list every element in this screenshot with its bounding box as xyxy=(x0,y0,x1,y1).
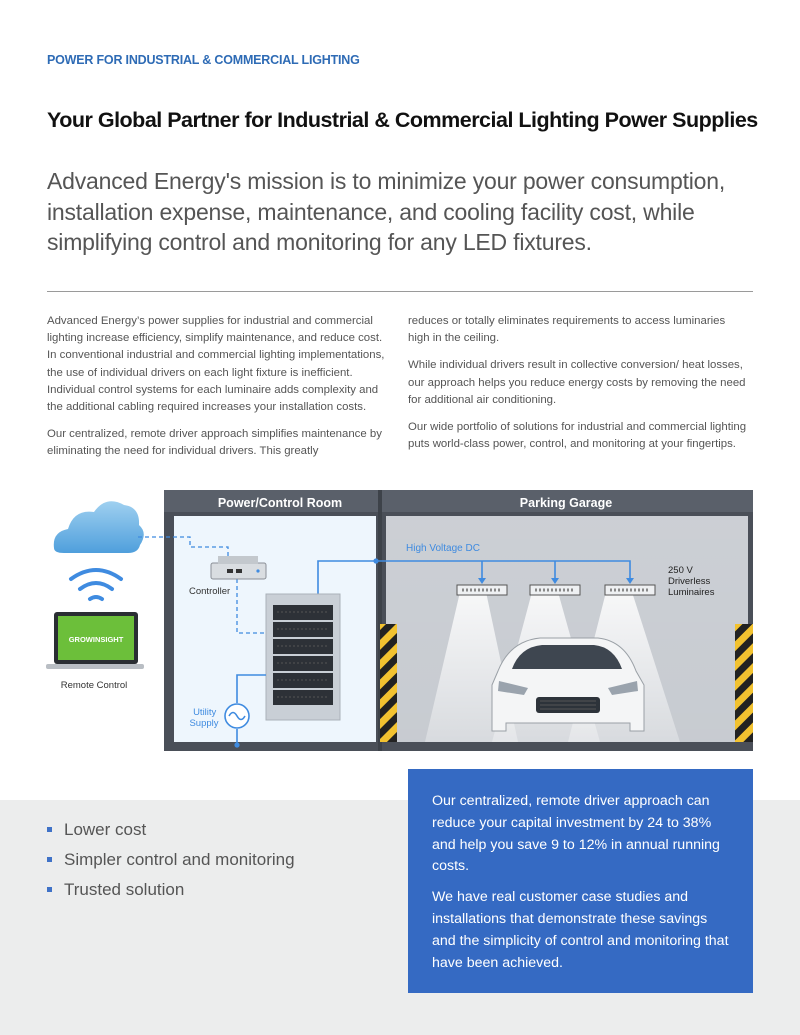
bullet-icon xyxy=(47,857,52,862)
body-paragraph: Our centralized, remote driver approach … xyxy=(47,428,382,458)
body-paragraph: reduces or totally eliminates requiremen… xyxy=(408,315,726,345)
luminaire xyxy=(529,584,581,596)
bullet-icon xyxy=(47,827,52,832)
divider xyxy=(47,291,753,292)
list-item-text: Trusted solution xyxy=(64,880,185,899)
list-item-text: Lower cost xyxy=(64,820,147,839)
body-column-right: reduces or totally eliminates requiremen… xyxy=(408,313,748,463)
callout-paragraph: Our centralized, remote driver approach … xyxy=(432,793,720,875)
body-paragraph: Our wide portfolio of solutions for indu… xyxy=(408,421,747,451)
ac-supply-icon xyxy=(224,703,250,729)
utility-label: Utility Supply xyxy=(189,707,218,729)
remote-label: Remote Control xyxy=(61,680,128,691)
hvdc-label: High Voltage DC xyxy=(406,543,480,554)
room-label: Power/Control Room xyxy=(218,496,342,510)
power-rack xyxy=(265,593,341,721)
callout-box: Our centralized, remote driver approach … xyxy=(408,769,753,993)
system-diagram: Power/Control Room Parking Garage High V… xyxy=(46,490,753,751)
bullet-icon xyxy=(47,887,52,892)
luminaire xyxy=(604,584,656,596)
page-title: Your Global Partner for Industrial & Com… xyxy=(47,108,758,132)
list-item-text: Simpler control and monitoring xyxy=(64,850,295,869)
list-item: Simpler control and monitoring xyxy=(47,848,295,878)
garage-label: Parking Garage xyxy=(520,496,612,510)
callout-paragraph: We have real customer case studies and i… xyxy=(432,889,729,971)
hazard-post xyxy=(735,624,753,742)
laptop-logo: GROWINSIGHT xyxy=(69,635,124,644)
wifi-icon xyxy=(69,568,123,601)
controller-label: Controller xyxy=(189,586,230,597)
body-column-left: Advanced Energy’s power supplies for ind… xyxy=(47,313,387,471)
controller-icon xyxy=(210,556,267,580)
laptop-icon: GROWINSIGHT xyxy=(46,612,144,669)
benefit-list: Lower cost Simpler control and monitorin… xyxy=(47,818,295,908)
body-paragraph: Advanced Energy’s power supplies for ind… xyxy=(47,315,385,414)
luminaire-label: 250 V Driverless Luminaires xyxy=(668,565,715,598)
section-kicker: POWER FOR INDUSTRIAL & COMMERCIAL LIGHTI… xyxy=(47,53,360,67)
luminaire xyxy=(456,584,508,596)
list-item: Lower cost xyxy=(47,818,295,848)
lead-paragraph: Advanced Energy's mission is to minimize… xyxy=(47,168,726,255)
body-paragraph: While individual drivers result in colle… xyxy=(408,359,746,406)
car-illustration xyxy=(491,637,645,732)
list-item: Trusted solution xyxy=(47,878,295,908)
hazard-post xyxy=(380,624,397,742)
cloud-icon xyxy=(53,501,144,553)
